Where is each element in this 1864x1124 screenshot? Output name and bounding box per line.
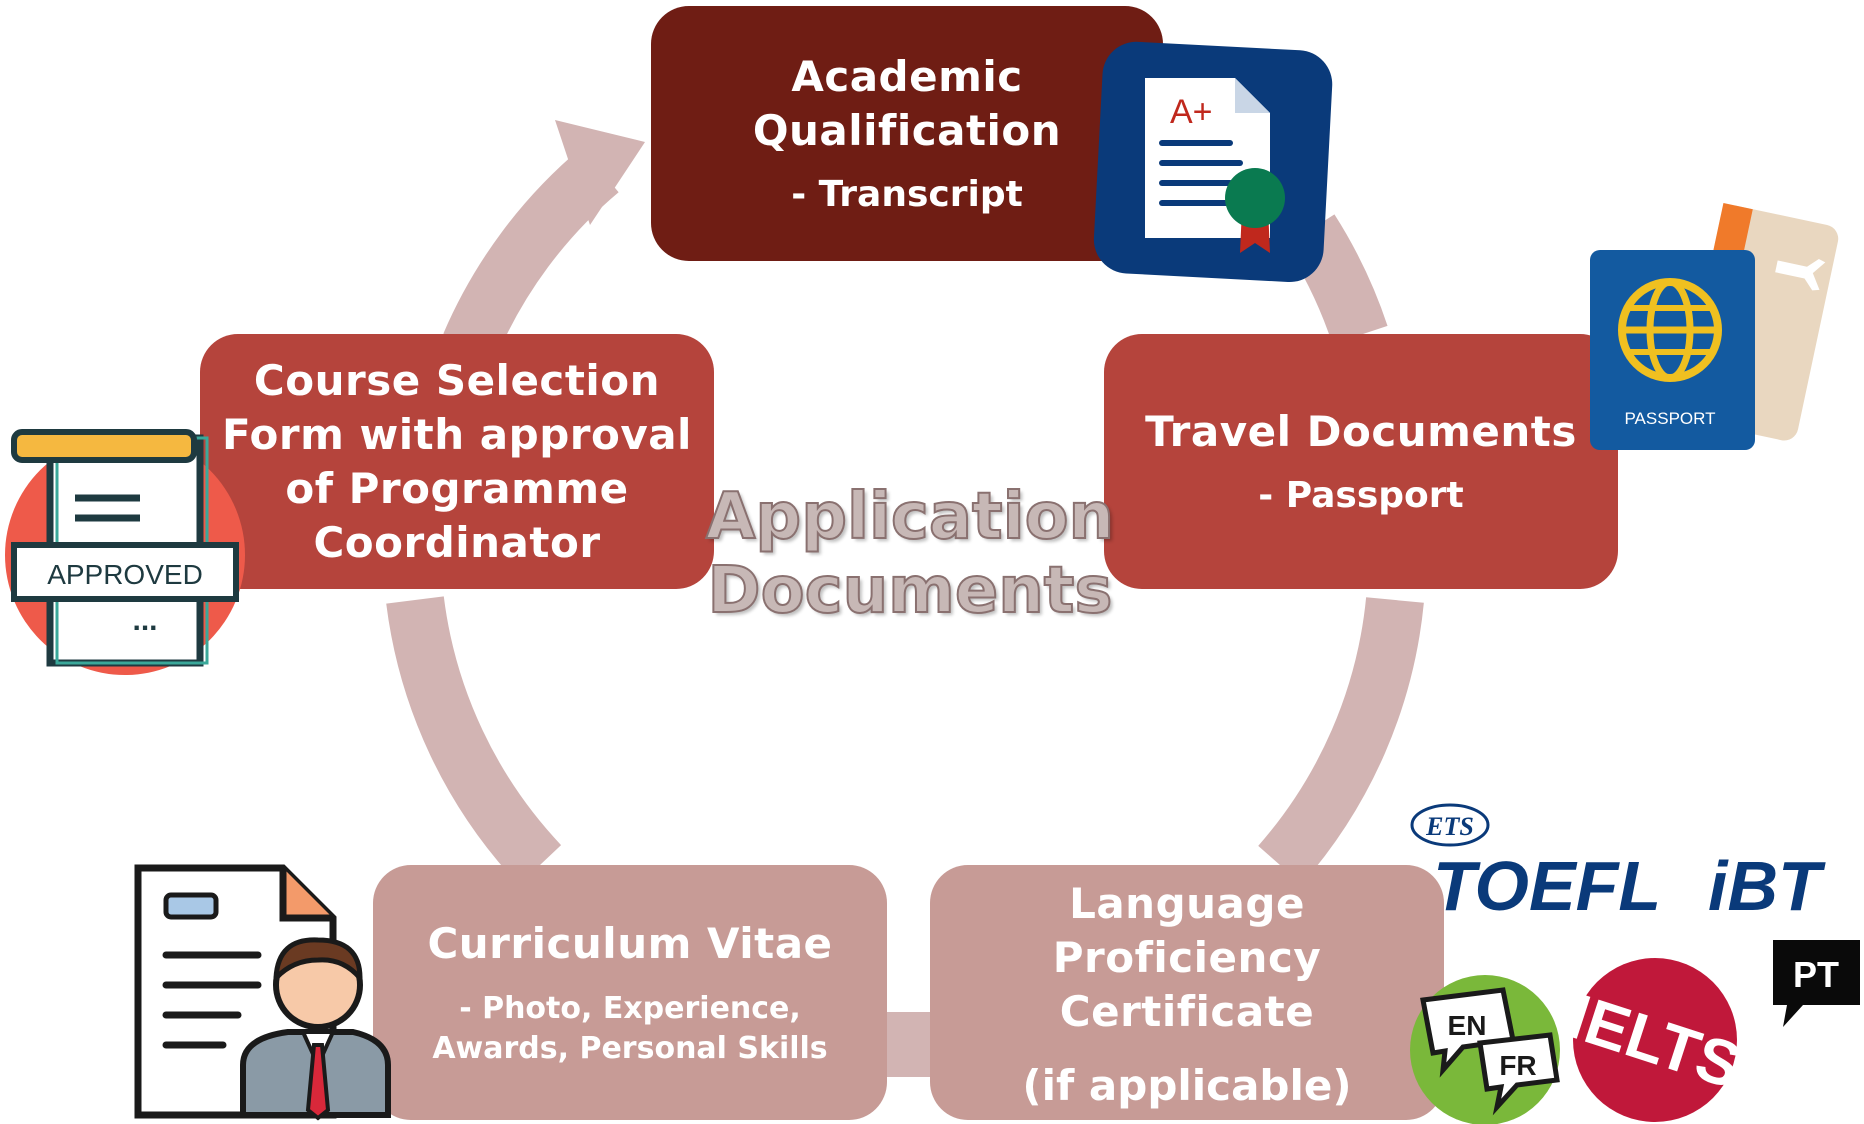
- ets-logo-text: ETS: [1425, 812, 1474, 841]
- center-title: Application Documents: [700, 479, 1120, 629]
- approved-label: APPROVED: [47, 559, 203, 590]
- travel-documents-box: Travel Documents - Passport: [1104, 334, 1618, 589]
- course-title-4: Coordinator: [313, 517, 601, 567]
- cv-sub-2: Awards, Personal Skills: [432, 1030, 828, 1066]
- passport-label: PASSPORT: [1624, 409, 1715, 428]
- ibt-logo-text: iBT: [1708, 847, 1826, 925]
- travel-title: Travel Documents: [1145, 406, 1577, 456]
- toefl-logo-text: TOEFL: [1433, 847, 1661, 925]
- transcript-grade-text: A+: [1170, 93, 1213, 131]
- center-title-line-1: Application: [705, 479, 1115, 555]
- ring-arc-left: [386, 596, 562, 885]
- ring-arc-right: [1258, 596, 1424, 885]
- fr-bubble-text: FR: [1499, 1050, 1536, 1081]
- academic-title-2: Qualification: [752, 105, 1062, 155]
- approved-dots: ...: [132, 604, 157, 637]
- ring-arrowhead: [555, 120, 645, 225]
- academic-title-1: Academic: [791, 51, 1023, 101]
- language-title-1: Language: [1069, 878, 1305, 928]
- en-bubble-text: EN: [1448, 1010, 1487, 1041]
- curriculum-vitae-box: Curriculum Vitae - Photo, Experience, Aw…: [373, 865, 887, 1120]
- academic-sub: - Transcript: [791, 173, 1023, 215]
- course-selection-box: Course Selection Form with approval of P…: [200, 334, 714, 589]
- language-tests-icon: ETS TOEFL iBT EN FR IELTS PT: [1410, 803, 1860, 1124]
- academic-qualification-box: Academic Qualification - Transcript: [651, 6, 1163, 261]
- course-title-1: Course Selection: [253, 355, 661, 405]
- language-proficiency-box: Language Proficiency Certificate (if app…: [930, 865, 1444, 1120]
- cv-sub-1: - Photo, Experience,: [459, 990, 801, 1026]
- cv-title: Curriculum Vitae: [427, 918, 833, 968]
- travel-sub: - Passport: [1258, 474, 1464, 516]
- course-title-2: Form with approval: [222, 409, 692, 459]
- ring-connector-bottom: [886, 1012, 931, 1077]
- cv-person-icon: [134, 864, 391, 1121]
- passport-ticket-icon: PASSPORT: [1590, 202, 1839, 450]
- center-title-line-2: Documents: [707, 553, 1114, 629]
- language-title-3: Certificate: [1059, 986, 1315, 1036]
- approved-document-icon: APPROVED ...: [5, 429, 245, 675]
- pt-logo-text: PT: [1793, 954, 1839, 995]
- language-sub: (if applicable): [1022, 1060, 1352, 1110]
- course-title-3: of Programme: [285, 463, 629, 513]
- language-title-2: Proficiency: [1052, 932, 1322, 982]
- transcript-certificate-icon: A+: [1093, 41, 1333, 283]
